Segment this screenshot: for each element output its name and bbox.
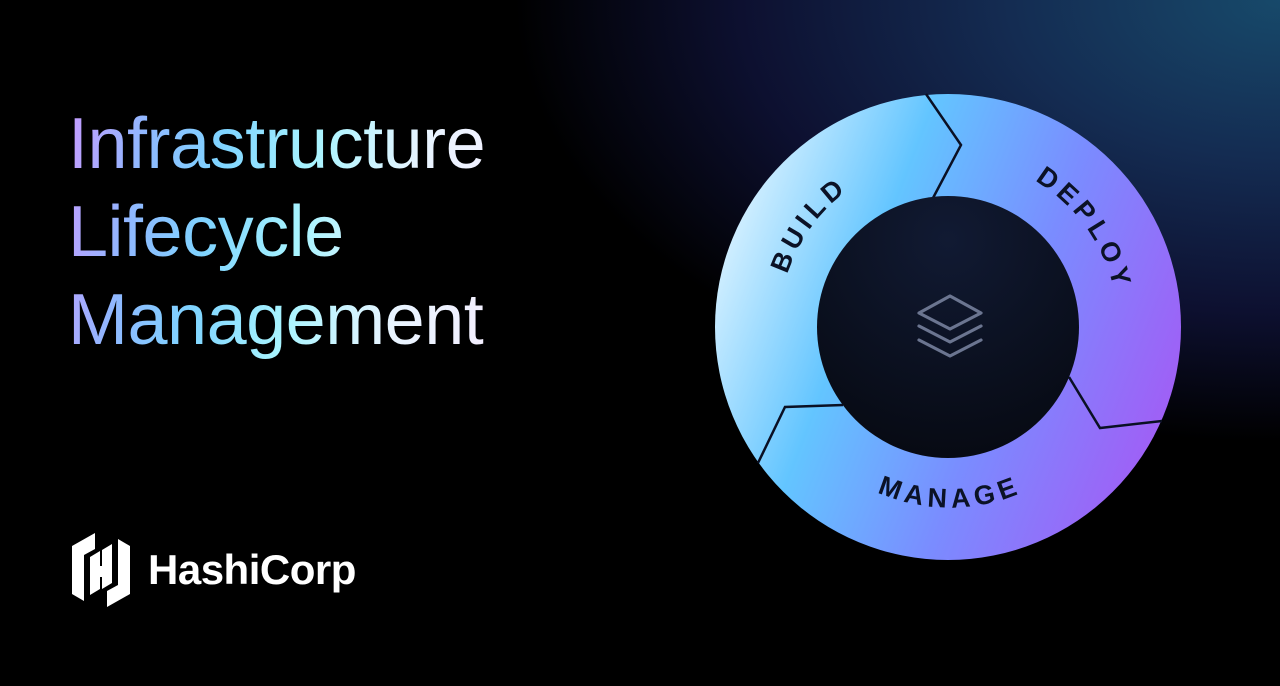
divider-manage-build — [756, 403, 844, 464]
brand-logo: HashiCorp — [68, 533, 356, 607]
layers-icon — [917, 294, 983, 358]
divider-build-deploy — [924, 93, 963, 199]
divider-deploy-manage — [1067, 376, 1163, 430]
hashicorp-logo-icon — [72, 533, 130, 607]
brand-name: HashiCorp — [148, 546, 356, 593]
stage-dividers — [756, 93, 1163, 464]
